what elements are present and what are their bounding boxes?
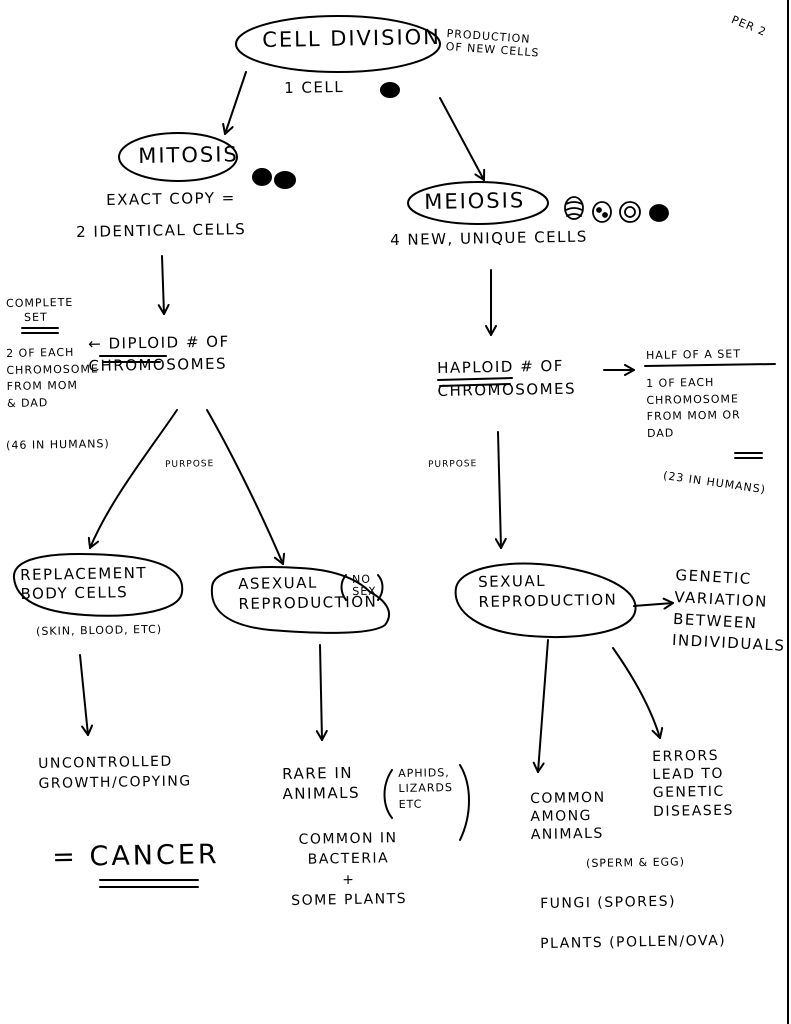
arrow-root-to-mitosis — [222, 71, 247, 135]
arrow-sexual-to-common — [532, 639, 549, 773]
or-double-underline — [734, 452, 763, 459]
cancer-double-underline — [99, 879, 199, 888]
no-sex-note: NO SEX — [351, 572, 377, 599]
arrow-replacement-to-outcome — [79, 654, 94, 736]
asexual-oval — [210, 566, 390, 634]
genetic-diseases-label: ERRORS LEAD TO GENETIC DISEASES — [652, 747, 735, 820]
page-right-border — [787, 0, 789, 1024]
haploid-double-underline — [437, 377, 513, 387]
half-set-underline — [644, 363, 776, 367]
mitosis-title: MITOSIS — [138, 142, 239, 168]
meiosis-title: MEIOSIS — [424, 188, 526, 214]
no-sex-close-paren — [377, 574, 384, 601]
meiosis-oval — [407, 181, 549, 225]
sexual-title: SEXUAL REPRODUCTION — [478, 571, 618, 612]
sperm-egg-label: (SPERM & EGG) — [585, 855, 686, 870]
rare-examples-open-paren — [383, 769, 393, 819]
sexual-oval — [454, 562, 637, 638]
half-set-desc: 1 OF EACH CHROMOSOME FROM MOM OR DAD — [646, 375, 741, 440]
genetic-variation-label: GENETIC VARIATION BETWEEN INDIVIDUALS — [671, 565, 786, 656]
replacement-title: REPLACEMENT BODY CELLS — [20, 563, 148, 603]
one-cell-label: 1 CELL — [283, 77, 345, 97]
set-label: SET — [23, 310, 48, 324]
cell-division-oval — [235, 15, 441, 73]
haploid-label: HAPLOID # OF CHROMOSOMES — [437, 356, 577, 400]
arrow-haploid-to-sexual — [494, 431, 507, 549]
complete-set-desc: 2 OF EACH CHROMOSOME FROM MOM & DAD — [6, 345, 100, 410]
cell-division-title: CELL DIVISION — [262, 24, 442, 52]
replacement-oval — [12, 553, 184, 617]
rare-examples-close-paren — [459, 764, 470, 841]
diploid-double-underline — [99, 355, 167, 363]
arrow-root-to-meiosis — [439, 97, 486, 181]
diploid-purpose-label: PURPOSE — [165, 459, 215, 470]
arrow-diploid-to-replacement — [87, 409, 178, 549]
common-in-bacteria-label: COMMON IN BACTERIA + SOME PLANTS — [291, 830, 408, 909]
haploid-purpose-label: PURPOSE — [428, 459, 478, 470]
diploid-humans-count: (46 IN HUMANS) — [5, 437, 110, 452]
unique-cells-label: 4 NEW, UNIQUE CELLS — [389, 227, 588, 249]
common-among-animals-label: COMMON AMONG ANIMALS — [530, 789, 606, 844]
identical-cells-label: 2 IDENTICAL CELLS — [75, 220, 247, 241]
uncontrolled-growth-label: UNCONTROLLED GROWTH/COPYING — [38, 753, 192, 792]
mitosis-oval — [118, 132, 238, 182]
complete-label: COMPLETE — [5, 295, 74, 310]
fungi-spores-label: FUNGI (SPORES) — [540, 893, 677, 912]
arrow-sexual-to-errors — [612, 647, 664, 739]
complete-set-double-underline — [21, 327, 59, 334]
arrow-mitosis-to-diploid — [157, 255, 170, 315]
arrow-diploid-to-asexual — [206, 409, 286, 565]
diploid-label: ← DIPLOID # OF CHROMOSOMES — [88, 332, 230, 375]
two-cells-doodle — [252, 168, 296, 189]
one-cell-doodle — [380, 82, 400, 98]
replacement-examples: (SKIN, BLOOD, ETC) — [35, 622, 163, 638]
arrow-sexual-to-variation — [633, 597, 674, 610]
rare-examples: APHIDS, LIZARDS ETC — [398, 766, 454, 811]
rare-in-animals-label: RARE IN ANIMALS — [282, 763, 361, 804]
plants-pollen-label: PLANTS (POLLEN/OVA) — [540, 932, 727, 952]
no-sex-open-paren — [340, 574, 347, 601]
exact-copy-label: EXACT COPY = — [105, 188, 236, 209]
arrow-asexual-to-rare — [315, 644, 328, 741]
four-cells-doodle — [564, 196, 669, 223]
half-set-title: HALF OF A SET — [645, 347, 742, 362]
cancer-label: = CANCER — [52, 839, 220, 873]
